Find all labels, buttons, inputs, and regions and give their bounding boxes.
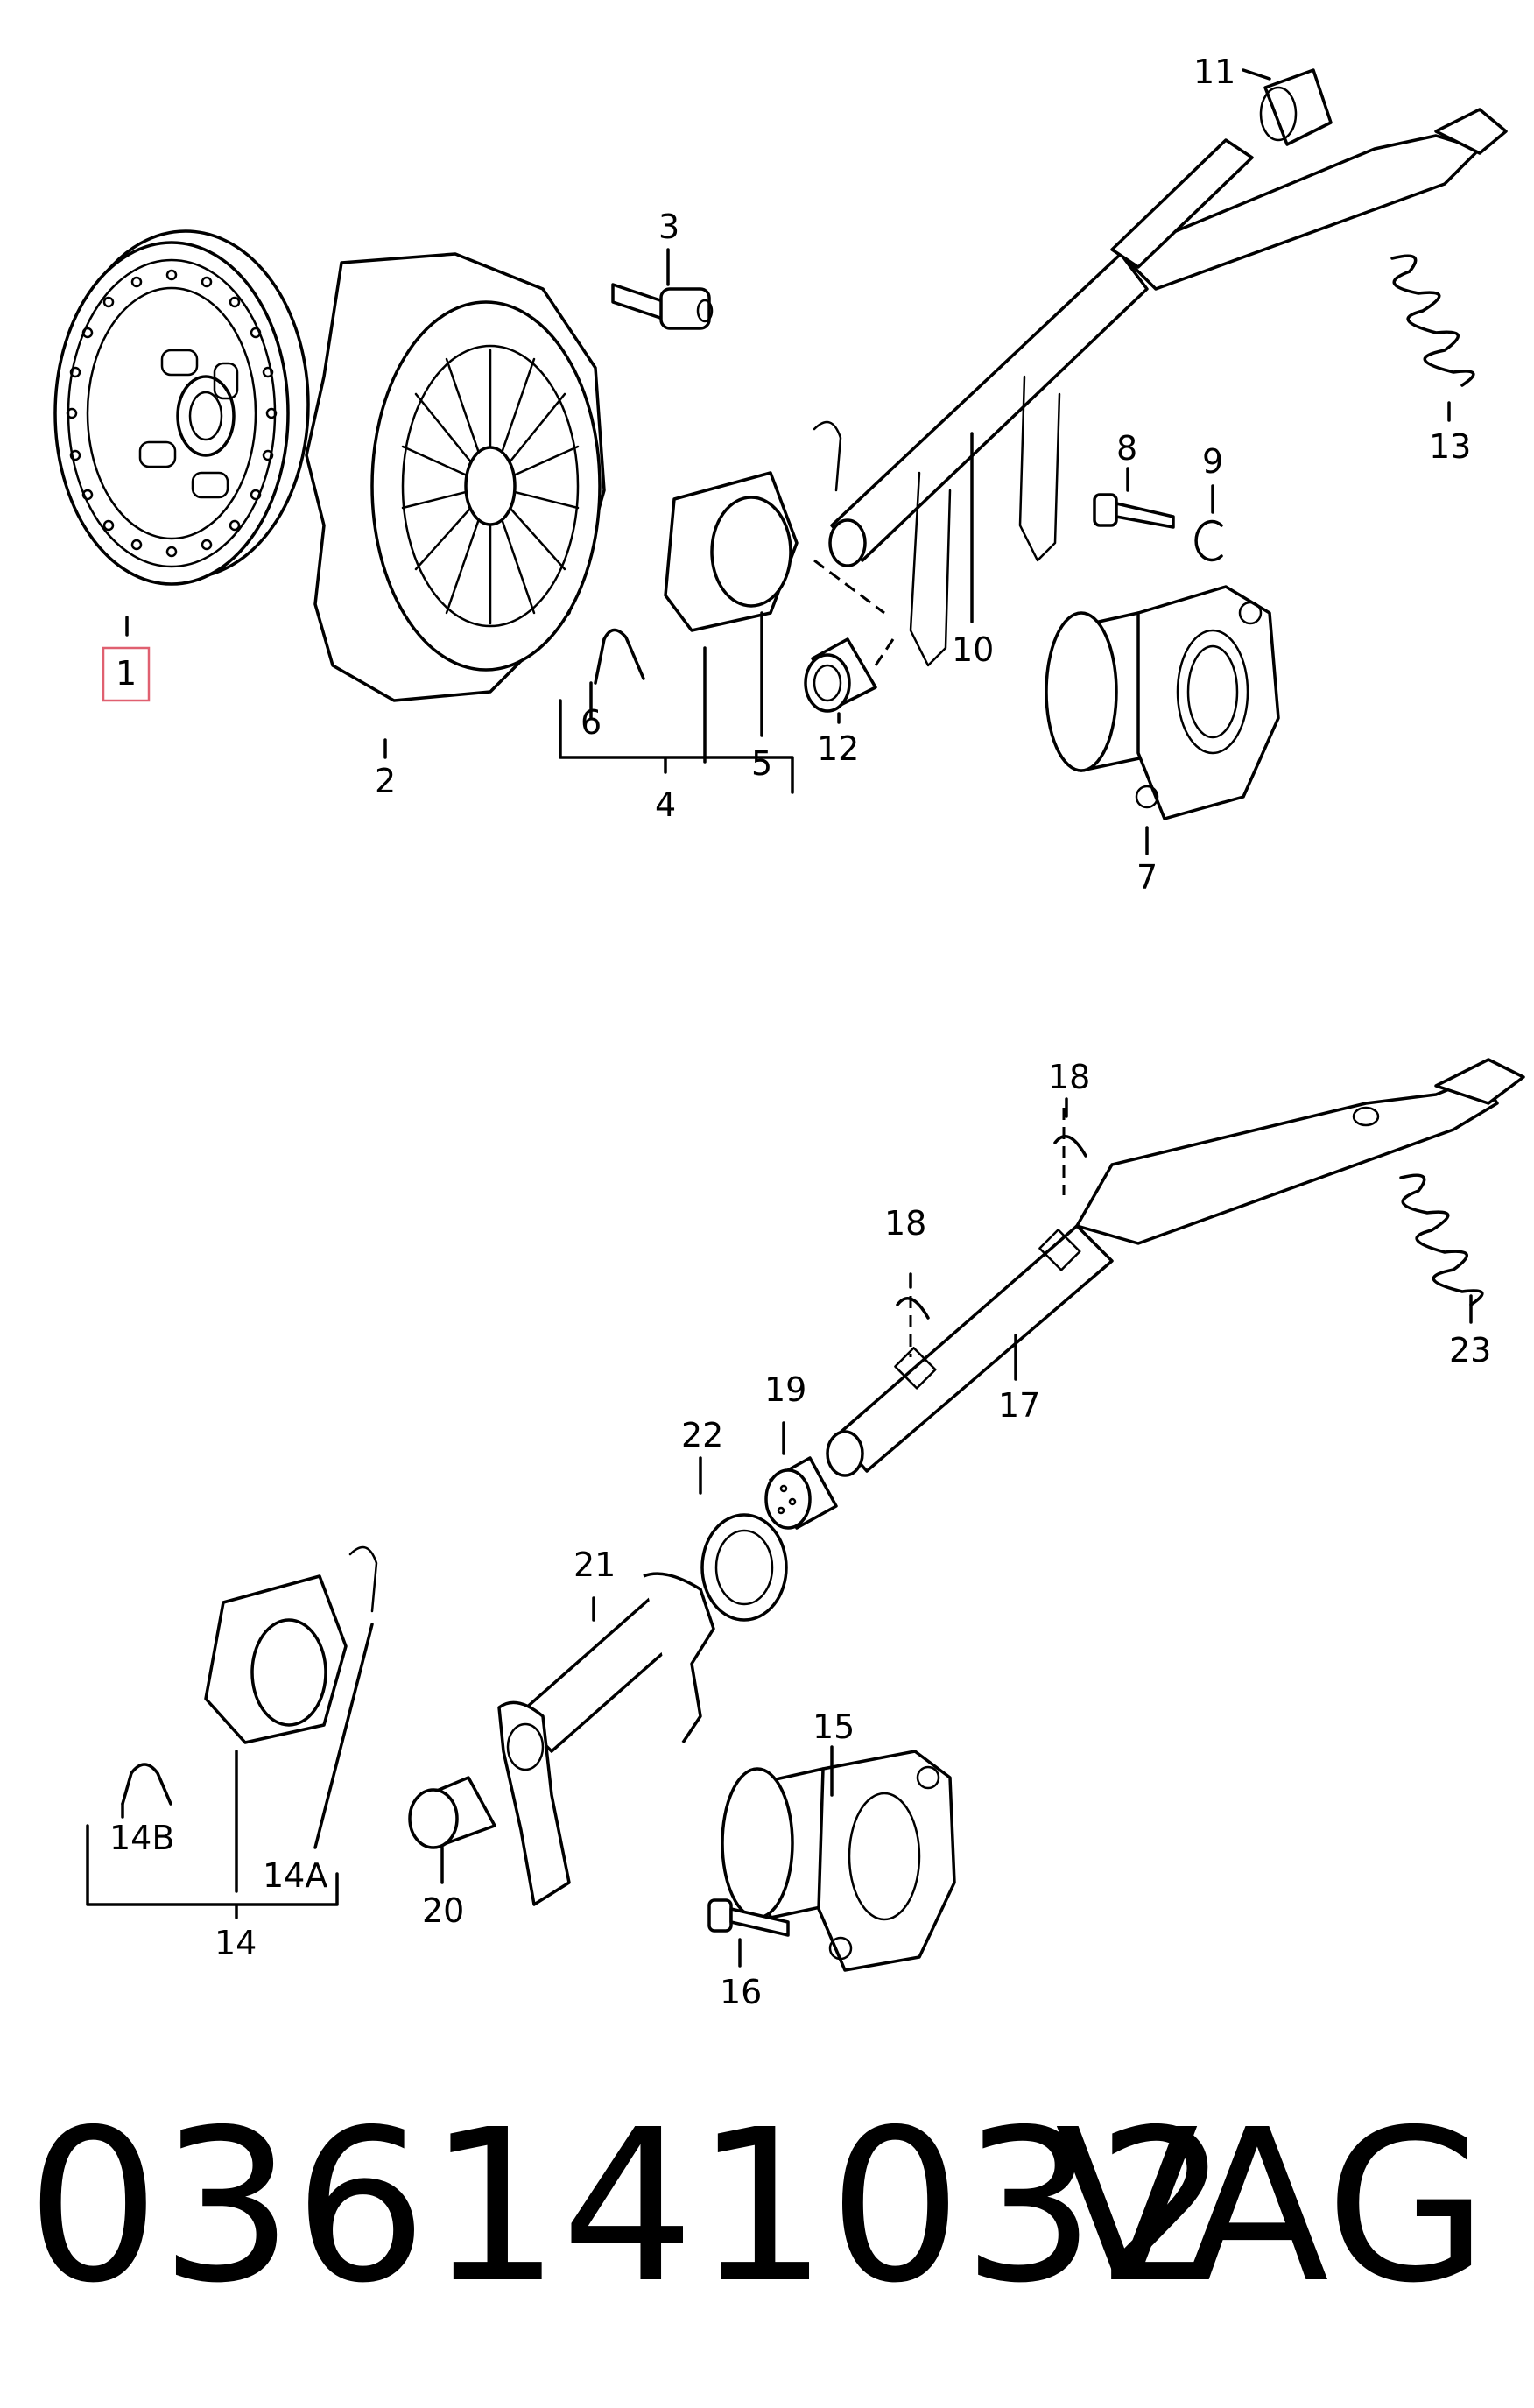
callout-7: 7 xyxy=(1136,858,1158,897)
bolt-3[interactable] xyxy=(611,283,714,330)
bolt-8[interactable] xyxy=(1093,493,1175,529)
release-shaft-10[interactable] xyxy=(828,108,1508,667)
callout-9: 9 xyxy=(1202,442,1223,481)
callout-20: 20 xyxy=(422,1891,464,1930)
callout-18-lower: 18 xyxy=(884,1204,926,1243)
callout-8: 8 xyxy=(1116,429,1137,468)
callout-16: 16 xyxy=(720,1973,762,2011)
pressure-plate[interactable] xyxy=(305,252,606,702)
release-bearing-14[interactable] xyxy=(204,1545,378,1744)
clip-6[interactable] xyxy=(594,628,645,685)
clutch-disc[interactable] xyxy=(53,229,310,586)
callout-5: 5 xyxy=(751,744,772,783)
callout-17: 17 xyxy=(998,1386,1040,1425)
part-number: 036141032 xyxy=(26,2084,1230,2329)
callout-22: 22 xyxy=(681,1416,723,1454)
clip-18-upper[interactable] xyxy=(1053,1135,1087,1158)
callout-4: 4 xyxy=(655,785,676,824)
clip-14b[interactable] xyxy=(121,1763,172,1806)
circlip-9[interactable] xyxy=(1194,519,1223,562)
callout-12: 12 xyxy=(817,729,859,768)
guide-sleeve-7[interactable] xyxy=(1045,585,1280,820)
callout-18-upper: 18 xyxy=(1048,1058,1090,1096)
spring-23[interactable] xyxy=(1399,1173,1484,1306)
callout-15: 15 xyxy=(813,1707,855,1746)
callout-2: 2 xyxy=(375,762,396,800)
callout-3: 3 xyxy=(658,208,679,246)
release-bearing[interactable] xyxy=(664,420,842,632)
callout-14: 14 xyxy=(215,1924,257,1962)
clip-18-lower[interactable] xyxy=(896,1297,930,1320)
leader-lines xyxy=(86,68,1473,1968)
callout-11: 11 xyxy=(1193,53,1235,91)
bushing-20[interactable] xyxy=(408,1776,496,1849)
callout-1: 1 xyxy=(116,654,137,693)
bolt-16[interactable] xyxy=(707,1898,790,1937)
callout-19: 19 xyxy=(764,1370,806,1409)
callout-10: 10 xyxy=(952,630,994,669)
bushing-19[interactable] xyxy=(764,1456,838,1530)
spring-13[interactable] xyxy=(1390,254,1475,387)
guide-sleeve-15[interactable] xyxy=(721,1750,956,1972)
release-shaft-17[interactable] xyxy=(826,1058,1525,1477)
bushing-12[interactable] xyxy=(804,637,877,713)
brand-name: VAG xyxy=(1055,2084,1488,2329)
callout-1-highlight-box xyxy=(102,646,151,702)
callout-6: 6 xyxy=(581,703,602,742)
callout-13: 13 xyxy=(1429,427,1471,466)
callout-14a: 14A xyxy=(263,1856,327,1895)
release-fork-21[interactable] xyxy=(497,1572,715,1906)
callout-23: 23 xyxy=(1449,1331,1491,1369)
seal-22[interactable] xyxy=(700,1513,788,1622)
callout-14b: 14B xyxy=(109,1819,174,1857)
bushing-11[interactable] xyxy=(1259,68,1333,146)
callout-21: 21 xyxy=(573,1545,616,1584)
